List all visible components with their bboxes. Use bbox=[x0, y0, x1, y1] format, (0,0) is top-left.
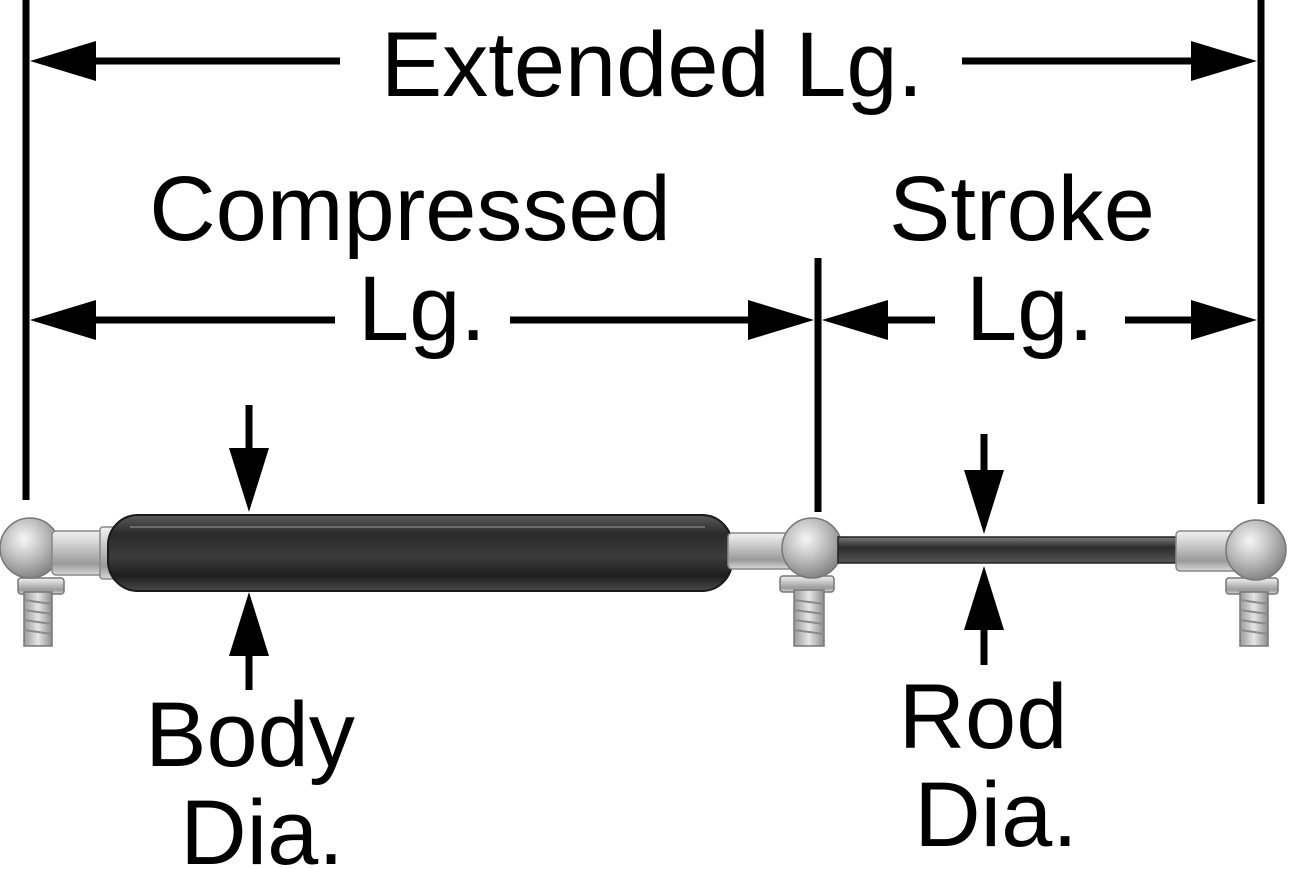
body-dia-arrowhead-top bbox=[229, 448, 269, 512]
stroke-length-dimension: Stroke Lg. bbox=[822, 158, 1257, 360]
body-dia-arrowhead-bottom bbox=[229, 592, 269, 656]
rod-diameter-callout: Rod Dia. bbox=[899, 434, 1078, 866]
stroke-arrowhead-left bbox=[822, 300, 888, 340]
rod-dia-arrowhead-top bbox=[964, 470, 1004, 534]
body-dia-label-line2: Dia. bbox=[180, 782, 344, 869]
rod-dia-arrowhead-bottom bbox=[964, 566, 1004, 630]
piston-rod bbox=[837, 536, 1185, 564]
extended-arrowhead-right bbox=[1191, 41, 1257, 81]
body-diameter-callout: Body Dia. bbox=[145, 405, 355, 869]
gas-spring-illustration bbox=[0, 514, 1287, 647]
stroke-label-line1: Stroke bbox=[889, 158, 1155, 260]
compressed-arrowhead-right bbox=[748, 300, 814, 340]
right-ball-socket bbox=[1175, 519, 1287, 647]
extended-length-dimension: Extended Lg. bbox=[30, 14, 1257, 116]
rod-dia-label-line2: Dia. bbox=[914, 764, 1078, 866]
extended-arrowhead-left bbox=[30, 41, 96, 81]
middle-ball-socket bbox=[727, 517, 843, 647]
rod-dia-label-line1: Rod bbox=[899, 666, 1068, 768]
stroke-arrowhead-right bbox=[1191, 300, 1257, 340]
body-dia-label-line1: Body bbox=[145, 684, 355, 786]
compressed-label-line1: Compressed bbox=[149, 158, 671, 260]
compressed-arrowhead-left bbox=[30, 300, 96, 340]
extended-length-label: Extended Lg. bbox=[381, 14, 923, 116]
compressed-label-line2: Lg. bbox=[358, 258, 486, 360]
compressed-length-dimension: Compressed Lg. bbox=[30, 158, 814, 360]
stroke-label-line2: Lg. bbox=[966, 258, 1094, 360]
left-ball-socket bbox=[0, 517, 119, 647]
